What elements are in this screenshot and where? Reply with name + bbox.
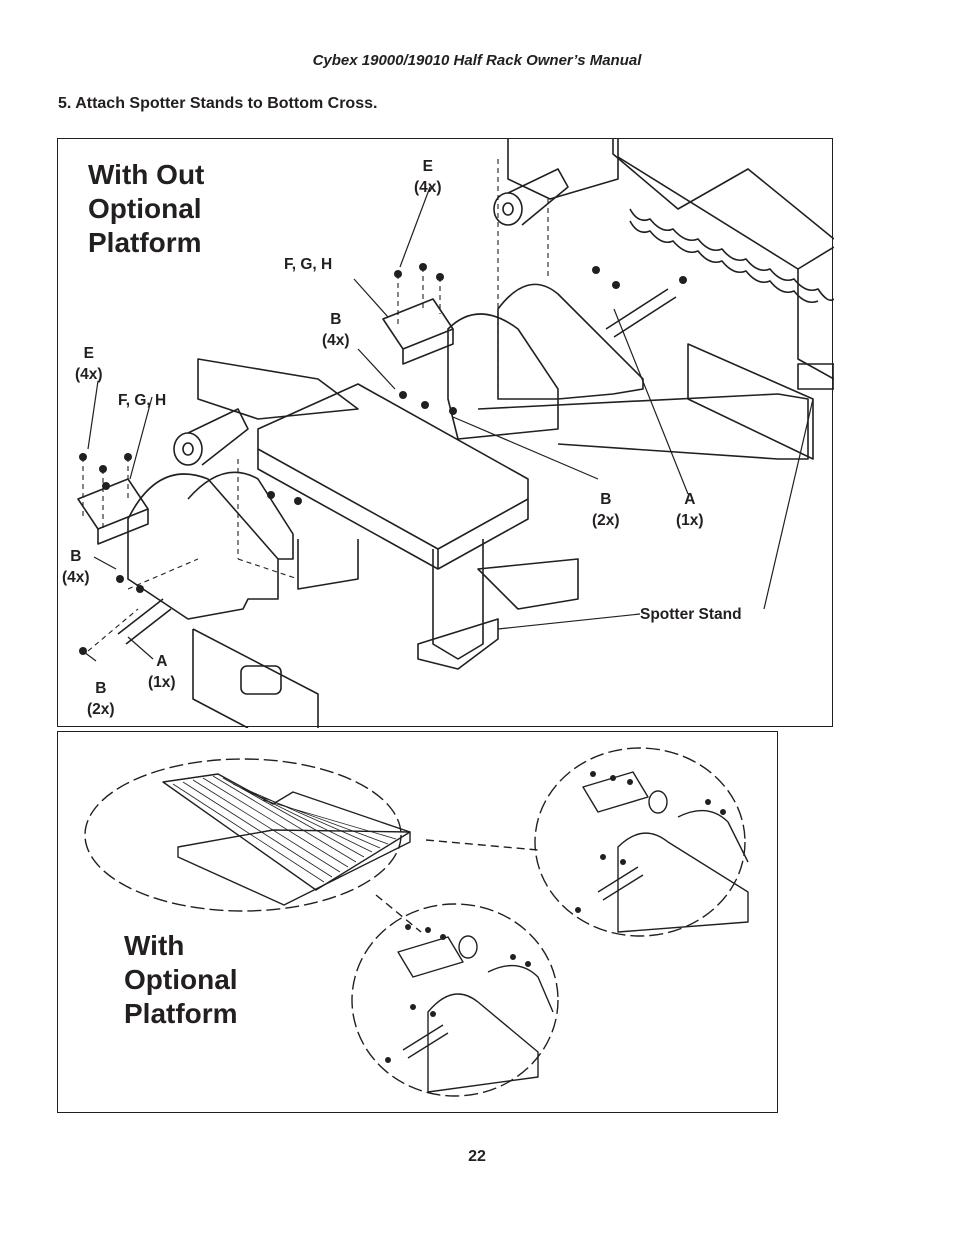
heading-line: With — [124, 930, 185, 961]
label-letter: A — [684, 491, 696, 508]
label-qty: (2x) — [592, 512, 620, 529]
label-b-right-2x: B (2x) — [592, 489, 620, 531]
diagram-without-platform: With Out Optional Platform E (4x) F, G, … — [57, 138, 834, 728]
label-b-left-2x: B (2x) — [87, 678, 115, 720]
label-b-left-4x: B (4x) — [62, 546, 90, 588]
label-fgh-left: F, G, H — [118, 392, 167, 409]
label-letter: E — [422, 158, 433, 175]
heading-line: With Out — [88, 159, 205, 190]
heading-line: Optional — [88, 193, 202, 224]
label-qty: (4x) — [414, 179, 442, 196]
label-qty: (1x) — [676, 512, 704, 529]
page-number: 22 — [468, 1148, 486, 1165]
heading-line: Platform — [124, 998, 238, 1029]
label-letter: A — [156, 653, 168, 670]
label-e-right: E (4x) — [414, 156, 442, 198]
label-letter: B — [330, 311, 342, 328]
heading-line: Platform — [88, 227, 202, 258]
assembly-drawing-bottom — [84, 747, 749, 1097]
label-b-right-4x: B (4x) — [322, 309, 350, 351]
without-platform-heading: With Out Optional Platform — [88, 158, 204, 260]
label-qty: (4x) — [322, 332, 350, 349]
assembly-drawing-top — [77, 139, 834, 728]
step-instruction: 5. Attach Spotter Stands to Bottom Cross… — [58, 95, 378, 112]
heading-line: Optional — [124, 964, 238, 995]
label-letter: B — [95, 680, 107, 697]
label-qty: (4x) — [62, 569, 90, 586]
label-qty: (1x) — [148, 674, 176, 691]
with-platform-heading: With Optional Platform — [124, 929, 238, 1031]
label-letter: B — [600, 491, 612, 508]
diagram-with-platform: With Optional Platform — [57, 731, 778, 1113]
label-fgh-right: F, G, H — [284, 256, 333, 273]
label-letter: E — [83, 345, 94, 362]
label-spotter-stand: Spotter Stand — [640, 606, 742, 623]
label-e-left: E (4x) — [75, 343, 103, 385]
label-qty: (4x) — [75, 366, 103, 383]
label-qty: (2x) — [87, 701, 115, 718]
manual-title: Cybex 19000/19010 Half Rack Owner’s Manu… — [312, 52, 642, 69]
label-a-left: A (1x) — [148, 651, 176, 693]
label-a-right: A (1x) — [676, 489, 704, 531]
label-letter: B — [70, 548, 82, 565]
